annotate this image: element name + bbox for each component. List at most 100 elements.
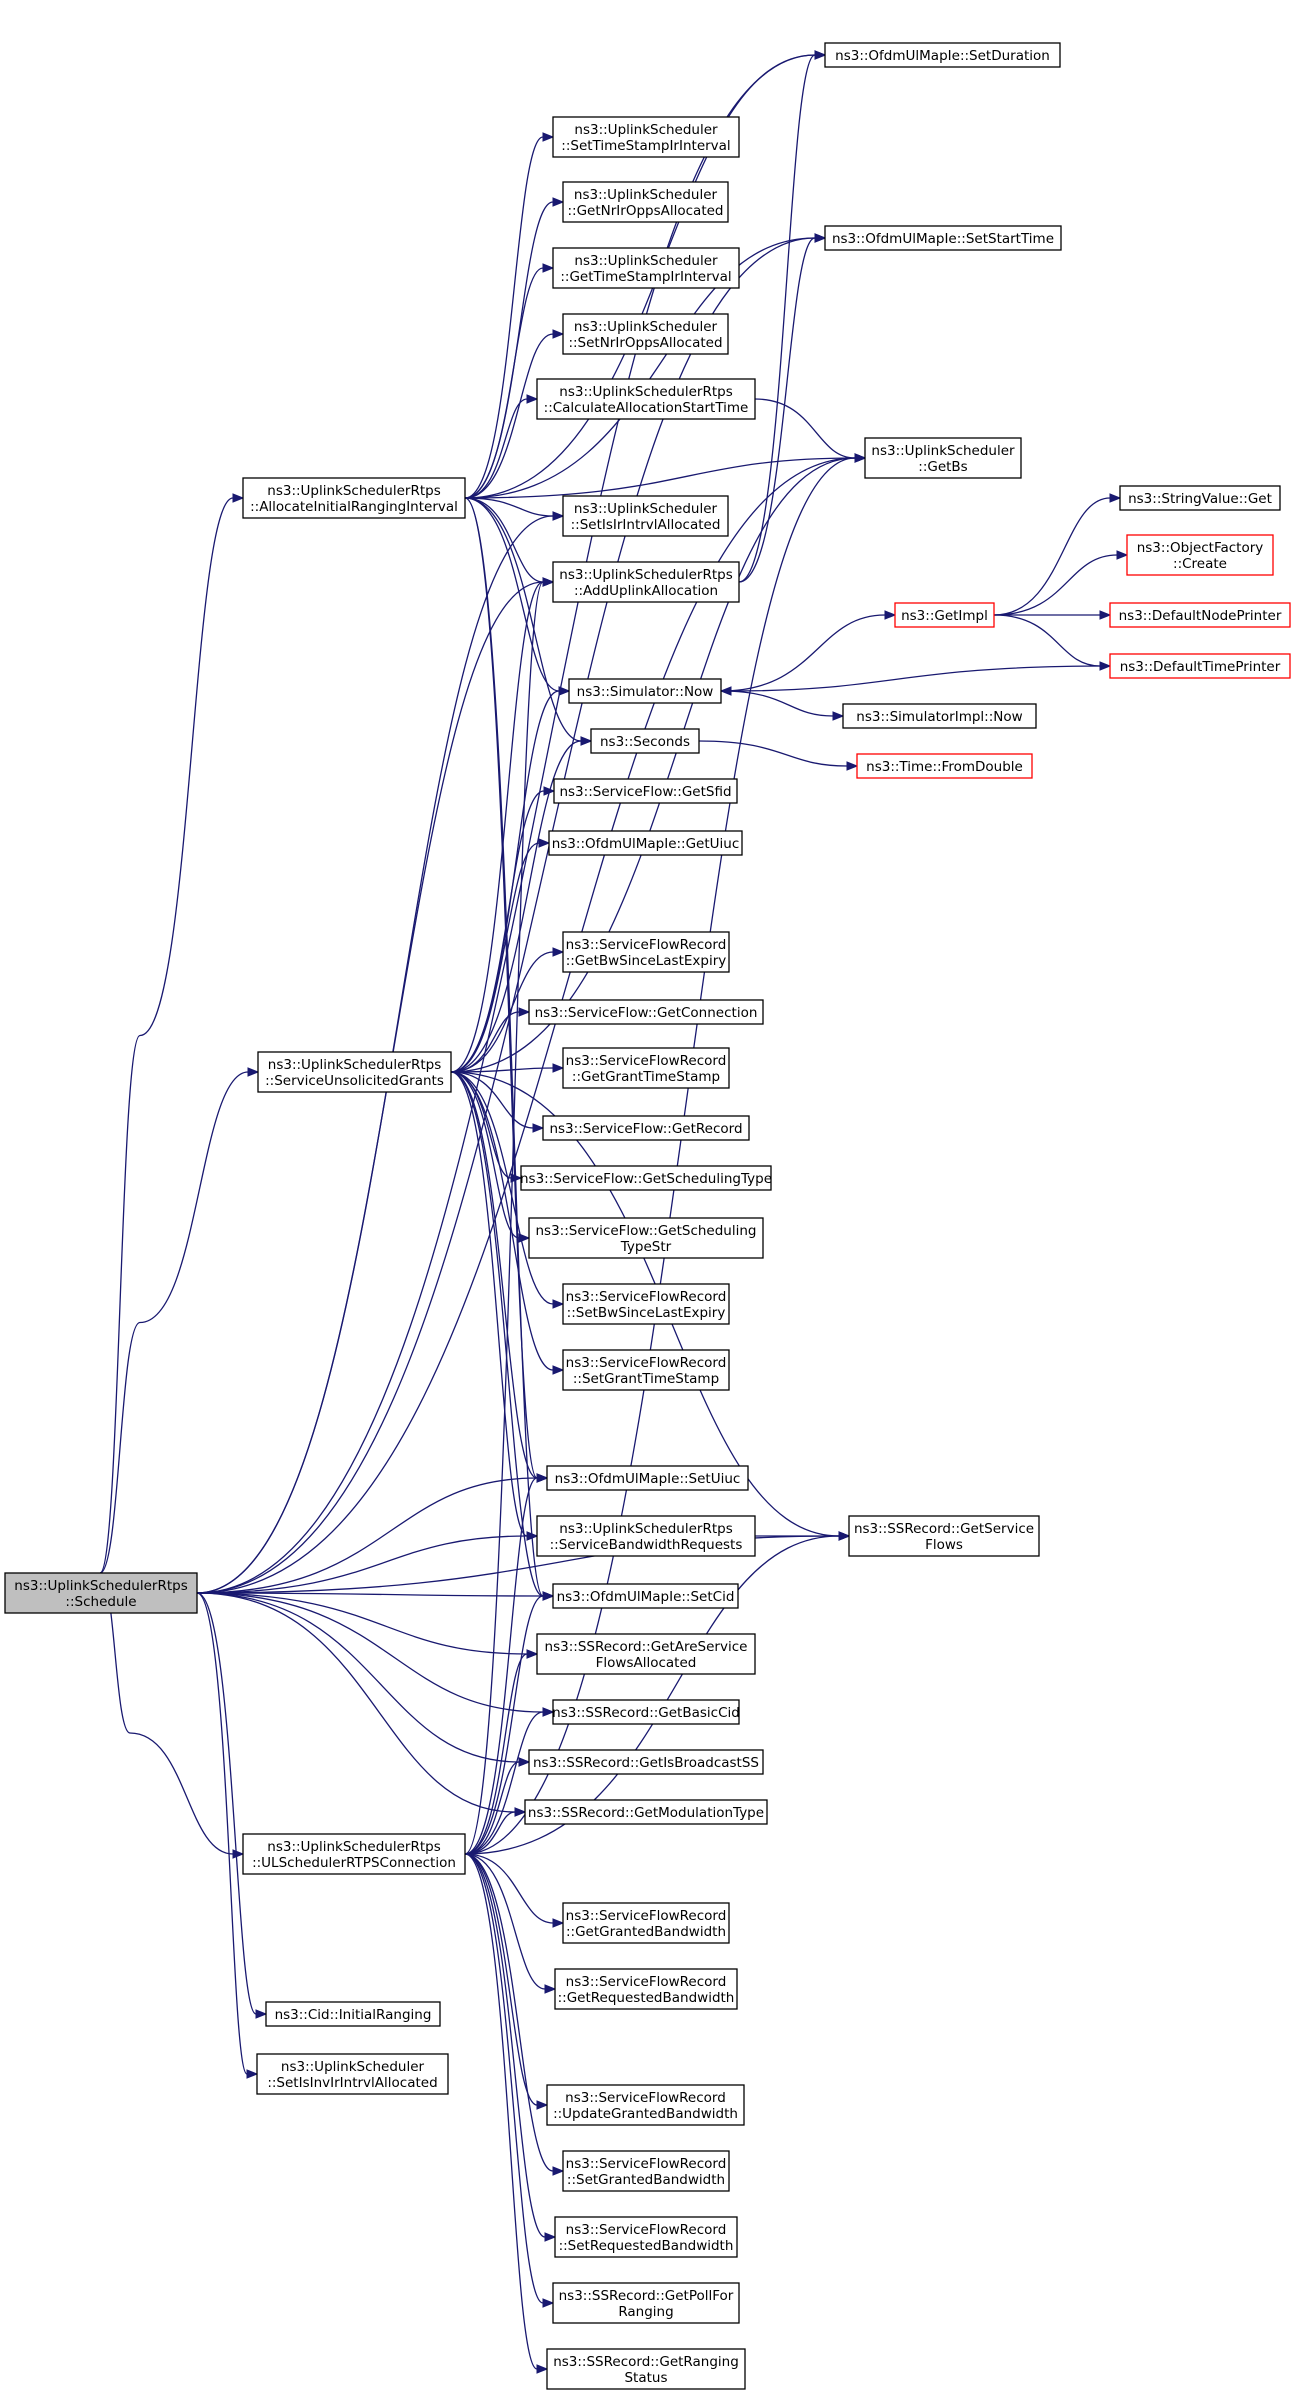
node-get-connection[interactable]: ns3::ServiceFlow::GetConnection: [528, 999, 764, 1025]
edge-line: [730, 665, 1111, 692]
node-set-uiuc[interactable]: ns3::OfdmUlMapIe::SetUiuc: [546, 1465, 749, 1491]
node-box: [864, 437, 1022, 479]
node-service-unsol[interactable]: ns3::UplinkSchedulerRtps::ServiceUnsolic…: [257, 1051, 452, 1093]
node-get-bs[interactable]: ns3::UplinkScheduler::GetBs: [864, 437, 1022, 479]
node-label-line: ns3::UplinkSchedulerRtps: [559, 567, 732, 583]
node-get-grant-ts[interactable]: ns3::ServiceFlowRecord::GetGrantTimeStam…: [562, 1047, 730, 1089]
node-set-time-stamp[interactable]: ns3::UplinkScheduler::SetTimeStampIrInte…: [552, 116, 740, 158]
node-label-line: ns3::ServiceFlow::GetSfid: [559, 784, 731, 800]
node-label-line: Status: [624, 2370, 667, 2386]
node-seconds[interactable]: ns3::Seconds: [590, 728, 700, 754]
node-get-mod-type[interactable]: ns3::SSRecord::GetModulationType: [524, 1799, 768, 1825]
node-label-line: ns3::UplinkScheduler: [574, 253, 718, 269]
node-set-granted-bw[interactable]: ns3::ServiceFlowRecord::SetGrantedBandwi…: [562, 2150, 730, 2192]
node-get-record[interactable]: ns3::ServiceFlow::GetRecord: [542, 1115, 750, 1141]
edge-alloc-init-to-set-is-ir: [464, 497, 565, 521]
node-schedule[interactable]: ns3::UplinkSchedulerRtps::Schedule: [4, 1572, 198, 1614]
node-label-line: ::GetGrantTimeStamp: [572, 1069, 720, 1085]
node-get-basic-cid[interactable]: ns3::SSRecord::GetBasicCid: [552, 1699, 740, 1725]
node-box: [1109, 602, 1291, 628]
node-add-uplink[interactable]: ns3::UplinkSchedulerRtps::AddUplinkAlloc…: [552, 561, 740, 603]
edge-sim-now-to-get-impl: [720, 610, 897, 692]
node-label-line: ::SetIsIrIntrvlAllocated: [571, 517, 721, 533]
edge-arrowhead: [552, 2166, 565, 2176]
node-label-line: ns3::ServiceFlowRecord: [566, 2222, 727, 2238]
node-box: [552, 2282, 740, 2324]
node-set-cid[interactable]: ns3::OfdmUlMapIe::SetCid: [552, 1583, 739, 1609]
edge-arrowhead: [542, 2298, 555, 2308]
node-box: [548, 830, 743, 856]
node-sim-now[interactable]: ns3::Simulator::Now: [568, 678, 722, 704]
edge-line: [738, 237, 816, 583]
node-set-is-inv[interactable]: ns3::UplinkScheduler::SetIsInvIrIntrvlAl…: [256, 2053, 449, 2095]
node-label-line: ns3::UplinkScheduler: [574, 187, 718, 203]
node-service-bw[interactable]: ns3::UplinkSchedulerRtps::ServiceBandwid…: [536, 1515, 756, 1557]
node-ul-sched[interactable]: ns3::UplinkSchedulerRtps::ULSchedulerRTP…: [242, 1833, 466, 1875]
node-set-duration[interactable]: ns3::OfdmUlMapIe::SetDuration: [824, 42, 1061, 68]
node-get-granted-bw[interactable]: ns3::ServiceFlowRecord::GetGrantedBandwi…: [562, 1902, 730, 1944]
node-get-are-sf[interactable]: ns3::SSRecord::GetAreServiceFlowsAllocat…: [536, 1633, 756, 1675]
node-alloc-init[interactable]: ns3::UplinkSchedulerRtps::AllocateInitia…: [242, 477, 466, 519]
node-from-double[interactable]: ns3::Time::FromDouble: [856, 753, 1033, 779]
node-string-get[interactable]: ns3::StringValue::Get: [1119, 485, 1281, 511]
node-get-sfid[interactable]: ns3::ServiceFlow::GetSfid: [553, 778, 738, 804]
node-box: [552, 561, 740, 603]
node-set-nr-ir[interactable]: ns3::UplinkScheduler::SetNrIrOppsAllocat…: [562, 313, 729, 355]
node-get-time-stamp[interactable]: ns3::UplinkScheduler::GetTimeStampIrInte…: [552, 247, 740, 289]
node-obj-factory[interactable]: ns3::ObjectFactory::Create: [1126, 534, 1274, 576]
edge-arrowhead: [255, 2009, 268, 2019]
node-box: [824, 225, 1062, 251]
node-set-grant-ts[interactable]: ns3::ServiceFlowRecord::SetGrantTimeStam…: [562, 1349, 730, 1391]
node-box: [536, 1633, 756, 1675]
node-get-impl[interactable]: ns3::GetImpl: [894, 602, 995, 628]
node-label-line: ns3::ServiceFlowRecord: [566, 1053, 727, 1069]
node-label-line: FlowsAllocated: [596, 1655, 697, 1671]
node-set-is-ir[interactable]: ns3::UplinkScheduler::SetIsIrIntrvlAlloc…: [562, 495, 729, 537]
edge-alloc-init-to-calc-alloc: [464, 394, 539, 499]
node-label-line: ns3::UplinkSchedulerRtps: [559, 1521, 732, 1537]
node-box: [554, 1968, 738, 2010]
node-label-line: ns3::DefaultTimePrinter: [1120, 659, 1281, 675]
node-def-time[interactable]: ns3::DefaultTimePrinter: [1109, 653, 1291, 679]
node-sim-impl-now[interactable]: ns3::SimulatorImpl::Now: [842, 703, 1037, 729]
node-cid-init[interactable]: ns3::Cid::InitialRanging: [265, 2001, 441, 2027]
node-calc-alloc[interactable]: ns3::UplinkSchedulerRtps::CalculateAlloc…: [536, 378, 756, 420]
node-label-line: ns3::OfdmUlMapIe::SetCid: [557, 1589, 735, 1605]
node-box: [824, 42, 1061, 68]
node-get-sched-type[interactable]: ns3::ServiceFlow::GetSchedulingType: [520, 1165, 772, 1191]
node-get-req-bw[interactable]: ns3::ServiceFlowRecord::GetRequestedBand…: [554, 1968, 738, 2010]
node-label-line: ns3::OfdmUlMapIe::SetDuration: [835, 48, 1050, 64]
node-def-node[interactable]: ns3::DefaultNodePrinter: [1109, 602, 1291, 628]
node-get-is-broadcast[interactable]: ns3::SSRecord::GetIsBroadcastSS: [528, 1749, 764, 1775]
edge-ul-sched-to-add-uplink: [464, 577, 555, 1855]
node-set-bw-since[interactable]: ns3::ServiceFlowRecord::SetBwSinceLastEx…: [562, 1283, 730, 1325]
edge-line: [720, 690, 834, 717]
node-label-line: ::ServiceBandwidthRequests: [550, 1537, 743, 1553]
edge-line: [196, 1592, 544, 1597]
edge-line: [464, 1853, 546, 1990]
edge-line: [196, 1592, 257, 2015]
edge-arrowhead: [832, 711, 845, 721]
node-set-start-time[interactable]: ns3::OfdmUlMapIe::SetStartTime: [824, 225, 1062, 251]
node-label-line: ::ServiceUnsolicitedGrants: [265, 1073, 444, 1089]
node-set-req-bw[interactable]: ns3::ServiceFlowRecord::SetRequestedBand…: [554, 2216, 738, 2258]
node-upd-granted-bw[interactable]: ns3::ServiceFlowRecord::UpdateGrantedBan…: [546, 2084, 745, 2126]
node-label-line: ns3::OfdmUlMapIe::SetUiuc: [555, 1471, 741, 1487]
node-get-uiuc[interactable]: ns3::OfdmUlMapIe::GetUiuc: [548, 830, 743, 856]
edge-line: [993, 614, 1101, 667]
node-get-bw-since[interactable]: ns3::ServiceFlowRecord::GetBwSinceLastEx…: [562, 931, 730, 973]
edge-arrowhead: [719, 686, 732, 696]
node-label-line: ns3::UplinkScheduler: [871, 443, 1015, 459]
edge-ul-sched-to-get-req-bw: [464, 1853, 557, 1994]
edge-line: [993, 497, 1111, 616]
node-get-nr-ir[interactable]: ns3::UplinkScheduler::GetNrIrOppsAllocat…: [562, 181, 729, 223]
node-label-line: ::SetRequestedBandwidth: [559, 2238, 734, 2254]
edge-service-unsol-to-get-record: [450, 1071, 545, 1133]
edge-line: [720, 614, 886, 692]
node-label-line: ::GetGrantedBandwidth: [566, 1924, 726, 1940]
node-box: [528, 1217, 764, 1259]
